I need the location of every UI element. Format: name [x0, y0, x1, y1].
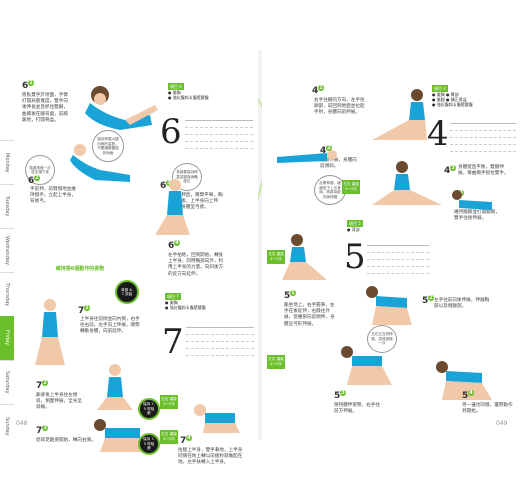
green-label-6: 維持第6個動作的姿勢	[55, 266, 105, 272]
tab-thursday[interactable]: Thursday	[0, 272, 14, 316]
figure-4-2	[277, 150, 337, 163]
step-5-3-number: 53	[334, 390, 346, 401]
step-7-3-text: 從四足跪姿開始，轉向右側。	[36, 438, 96, 443]
tab-saturday[interactable]: Saturday	[0, 360, 14, 404]
dark-bubble-3: 保持 7-5 呼吸數	[138, 433, 160, 455]
step-4-3-number: 43	[444, 165, 456, 176]
step-6-2-text: 手前伸，前臂撐地並維持撐手，立起上半身，背後弓。	[30, 187, 76, 205]
tip-bubble-2: 換邊再做一次並支撐下來	[25, 155, 55, 185]
step-5-3-text: 保持體伸姿勢，右手往前方伸展。	[334, 403, 380, 415]
figure-7-3	[94, 419, 145, 452]
breath-ruler-6	[185, 120, 253, 149]
repeat-badge-4: 左右 重複 4～5次	[342, 180, 360, 194]
tip-bubble-1: 保持伸展大腿內側的姿勢，不要讓膝蓋碰到地面	[92, 130, 124, 162]
program-6-benefit-2: ● 強化腹斜＆腹壁腰腹	[168, 95, 209, 100]
step-5-1-text: 跪坐地上，右手握拳，左手在後延伸，右膝往外展，從腰部向前傾伸，身體呈弓形伸展。	[284, 303, 335, 327]
tab-friday[interactable]: Friday	[0, 316, 14, 360]
step-6-1-number: 61	[22, 80, 34, 91]
program-box-5: 項目 5 ● 背部	[347, 220, 417, 232]
program-tag-4: 項目 4	[432, 85, 448, 92]
program-box-4: 項目 4 ● 美胸 ● 臀部 ● 美腿 ● 矯正骨盆 ● 強化腹斜＆腹壁腰腹	[432, 85, 517, 107]
right-page: 41 右手往腳的方向，左手往頭部，前回到地面並拉起手肘，身體向前伸展。 項目 4…	[262, 55, 520, 435]
program-tag-5: 項目 5	[347, 220, 363, 227]
step-6-3-text: 手臂伸直，兩臂平舉，胸部向後，上半身向上伸展，身體呈弓狀。	[172, 193, 223, 211]
figure-5-4	[436, 361, 492, 400]
step-7-2-number: 72	[36, 380, 48, 391]
figure-4-3	[372, 161, 442, 205]
step-5-1-number: 51	[284, 290, 296, 301]
breath-ruler-4	[450, 123, 516, 152]
figure-7-2	[97, 364, 133, 410]
program-box-6: 項目 6 ● 美胸 ● 強化腹斜＆腹壁腰腹	[168, 83, 253, 100]
step-6-1-text: 俯臥雙手於地面，手臂打開肩膀寬度，雙手向後伸長並且抓住雙腳，曲膝後在腳背處，前膝…	[22, 93, 68, 123]
page-number-left: 048	[16, 420, 28, 427]
program-box-7: 項目 7 ● 美胸 ● 強化腹斜＆腹壁腰腹	[165, 293, 253, 310]
big-number-7: 7	[162, 322, 184, 362]
program-tag-7: 項目 7	[165, 293, 181, 300]
step-7-3-number: 73	[36, 425, 48, 436]
figure-4-4	[452, 190, 492, 210]
step-4-4-text: 維持腳跟並打開腳跟，雙手往後伸展。	[454, 210, 500, 222]
tab-tuesday[interactable]: Tuesday	[0, 184, 14, 228]
program-tag-6: 項目 6	[168, 83, 184, 90]
left-page: Monday Tuesday Wednesday Thursday Friday…	[0, 55, 258, 465]
tip-bubble-5: 左右交互的伸展，或背部做一次	[367, 325, 397, 353]
step-7-1-number: 71	[78, 305, 90, 316]
step-5-2-text: 左手往前向後伸展，伸展胸部以及側腹部。	[434, 298, 490, 310]
breath-ruler-5	[367, 245, 429, 274]
program-5-benefit-1: ● 背部	[347, 227, 360, 232]
step-7-4-text: 抬腿上半身，雙手著地，上半身同側在地上轉以前幾秒就做起在地，左手扶轉入上半身。	[178, 448, 243, 466]
step-4-2-text: 雙腳伸展，身體向前傾斜。	[320, 158, 357, 170]
program-7-benefit-2: ● 強化腹斜＆腹壁腰腹	[165, 305, 206, 310]
step-7-1-text: 上半身往前傾並向內側，右手往右前，左手向上伸展，順勢轉動身體，向前延伸。	[80, 317, 140, 335]
step-6-2-number: 62	[28, 175, 40, 186]
repeat-badge-5a: 左右 重複 4～5次	[267, 250, 285, 264]
page-number-right: 049	[496, 420, 508, 427]
step-6-4-text: 左手拍地，回到開始，轉身上半身，同時胸部向外，利用上半身的力量，向斜後方的反方向…	[168, 253, 224, 277]
step-7-4-number: 74	[180, 435, 192, 446]
figure-7-1	[35, 299, 65, 365]
step-5-4-text: 另一邊也同樣，還原動作到開始。	[462, 403, 513, 415]
step-6-3-number: 63	[160, 180, 172, 191]
tab-sunday[interactable]: Sunday	[0, 404, 14, 448]
dark-bubble-2: 保持 7-5 呼吸數	[138, 398, 160, 420]
figure-6-3	[155, 179, 190, 235]
figure-6-2	[70, 144, 130, 182]
repeat-badge-2: 左右 重複 4～5次	[160, 430, 178, 444]
figure-5-1	[282, 234, 327, 280]
step-4-1-number: 41	[312, 85, 324, 96]
program-6-benefit-1: ● 美胸	[168, 90, 181, 95]
step-5-2-number: 52	[422, 295, 434, 306]
step-6-4-number: 64	[168, 240, 180, 251]
figure-4-1	[372, 89, 427, 140]
repeat-badge-1: 左右 重複 4～5次	[160, 395, 178, 409]
big-number-6: 6	[160, 112, 182, 152]
program-4-benefit-1: ● 美胸 ● 臀部	[432, 92, 459, 97]
tip-bubble-3: 背部要保持伸直並腿與身體部位	[172, 163, 202, 191]
step-4-1-text: 右手往腳的方向，左手往頭部，前回到地面並拉起手肘，身體向前伸展。	[314, 98, 365, 116]
step-4-3-text: 身體挺直平衡，雙腳伸展，彎曲兩手抓住雙手。	[458, 165, 509, 177]
step-4-2-number: 42	[320, 145, 332, 156]
breath-ruler-7	[186, 327, 254, 356]
tab-wednesday[interactable]: Wednesday	[0, 228, 14, 272]
dark-bubble-1: 背部 6-1 放鬆	[115, 280, 139, 304]
figure-7-4	[194, 404, 240, 433]
program-4-benefit-2: ● 美腿 ● 矯正骨盆	[432, 97, 467, 102]
big-number-4: 4	[427, 114, 449, 154]
step-5-4-number: 54	[462, 390, 474, 401]
figure-5-3	[341, 346, 392, 385]
figure-5-2	[366, 286, 412, 325]
repeat-badge-5b: 左右 重複 4～5次	[267, 355, 285, 369]
tab-monday[interactable]: Monday	[0, 140, 14, 184]
figure-6-1	[85, 86, 158, 130]
step-7-2-text: 跪姿後上半身往左傾斜，側面伸展，全身呈斜線。	[36, 393, 82, 411]
big-number-5: 5	[344, 237, 366, 277]
program-7-benefit-1: ● 美胸	[165, 300, 178, 305]
program-4-benefit-3: ● 強化腹斜＆腹壁腰腹	[432, 102, 473, 107]
